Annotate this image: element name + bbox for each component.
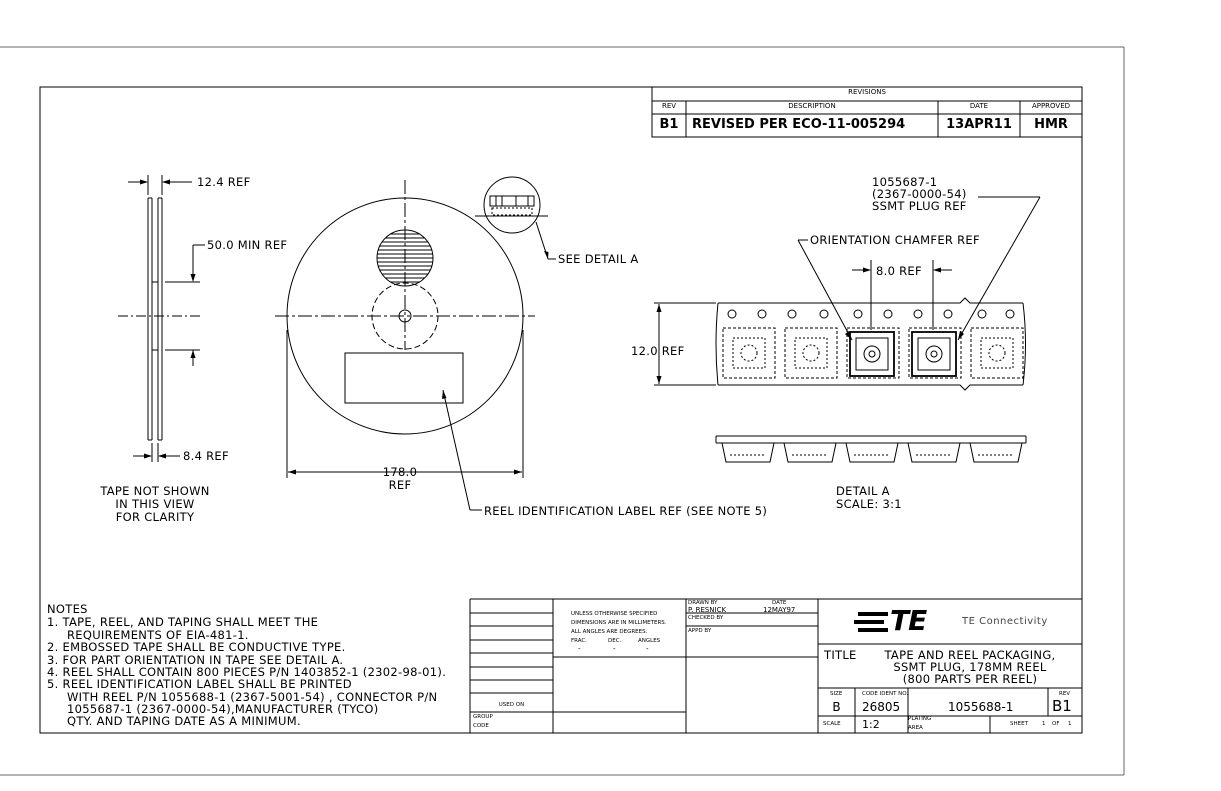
drawn-by-label: DRAWN BY bbox=[688, 600, 718, 606]
dim-width-label: 12.0 REF bbox=[631, 344, 685, 358]
approved-by-label: APPD BY bbox=[688, 628, 712, 634]
tolerance-col-dec: DEC. bbox=[608, 638, 622, 644]
company-name: TE Connectivity bbox=[962, 616, 1048, 627]
revisions-table bbox=[651, 86, 1083, 138]
revisions-col-date: DATE bbox=[969, 102, 989, 110]
rev-value: B1 bbox=[1052, 697, 1072, 715]
tolerance-col-angles: ANGLES bbox=[638, 638, 661, 644]
detail-a-scale: SCALE: 3:1 bbox=[836, 497, 902, 511]
group-code-label: GROUP bbox=[473, 714, 493, 720]
drawing-border bbox=[39, 86, 1083, 734]
title-label: TITLE bbox=[824, 648, 857, 662]
revisions-col-approved: APPROVED bbox=[1031, 102, 1071, 110]
title-line3: (800 PARTS PER REEL) bbox=[902, 672, 1038, 686]
revision-description: REVISED PER ECO-11-005294 bbox=[692, 117, 906, 132]
size-value: B bbox=[832, 700, 841, 714]
sheet-of-label: OF bbox=[1052, 721, 1060, 727]
notes-heading: NOTES bbox=[47, 602, 88, 616]
used-on-label: USED ON bbox=[498, 702, 525, 708]
notes-line: 1055687-1 (2367-0000-54),MANUFACTURER (T… bbox=[67, 702, 379, 716]
te-logo-bars bbox=[854, 612, 888, 632]
see-detail-callout: SEE DETAIL A bbox=[558, 252, 639, 266]
notes-line: 4. REEL SHALL CONTAIN 800 PIECES P/N 140… bbox=[47, 665, 447, 679]
part-number-line2: (2367-0000-54) bbox=[872, 187, 967, 201]
drawn-date-value: 12MAY97 bbox=[763, 606, 796, 614]
size-label: SIZE bbox=[830, 691, 843, 697]
drawn-date-label: DATE bbox=[772, 600, 787, 606]
scale-value: 1:2 bbox=[862, 718, 880, 731]
revision-approved: HMR bbox=[1034, 117, 1068, 132]
drawing-number: 1055688-1 bbox=[948, 700, 1014, 714]
sheet-number: 1 bbox=[1042, 721, 1046, 727]
dim-diameter-ref: REF bbox=[388, 478, 412, 492]
notes-line: REQUIREMENTS OF EIA-481-1. bbox=[67, 628, 249, 642]
rev-label: REV bbox=[1059, 691, 1071, 697]
reel-front-view bbox=[275, 176, 556, 511]
notes-line: WITH REEL P/N 1055688-1 (2367-5001-54) ,… bbox=[67, 690, 438, 704]
te-logo: TE bbox=[890, 604, 927, 637]
dim-hub-label: 50.0 MIN REF bbox=[207, 238, 288, 252]
tolerance-dec-value: - bbox=[613, 645, 616, 653]
tolerance-line1: UNLESS OTHERWISE SPECIFIED bbox=[571, 611, 658, 617]
reel-side-view bbox=[118, 175, 205, 462]
scale-label: SCALE bbox=[823, 721, 841, 727]
tolerance-line2: DIMENSIONS ARE IN MILLIMETERS. bbox=[571, 620, 667, 626]
drawn-by-value: P. RESNICK bbox=[688, 606, 727, 614]
tolerance-angles-value: - bbox=[646, 645, 649, 653]
revision-rev: B1 bbox=[659, 117, 679, 132]
note-tape-line2: IN THIS VIEW bbox=[115, 497, 195, 511]
dim-diameter-label: 178.0 bbox=[382, 465, 418, 479]
dim-thickness-label: 12.4 REF bbox=[197, 175, 251, 189]
sheet-total: 1 bbox=[1068, 721, 1072, 727]
label-callout: REEL IDENTIFICATION LABEL REF (SEE NOTE … bbox=[484, 504, 768, 518]
part-number-line3: SSMT PLUG REF bbox=[872, 199, 967, 213]
group-code-label: CODE bbox=[473, 723, 489, 729]
revision-date: 13APR11 bbox=[946, 117, 1012, 132]
revisions-header: REVISIONS bbox=[848, 88, 886, 96]
title-line2: SSMT PLUG, 178MM REEL bbox=[893, 660, 1047, 674]
notes-line: 5. REEL IDENTIFICATION LABEL SHALL BE PR… bbox=[47, 677, 352, 691]
detail-a-view bbox=[654, 196, 1041, 463]
detail-a-caption: DETAIL A bbox=[836, 484, 890, 498]
code-ident-value: 26805 bbox=[862, 700, 901, 714]
sheet-label: SHEET bbox=[1010, 721, 1028, 727]
notes-line: 3. FOR PART ORIENTATION IN TAPE SEE DETA… bbox=[47, 653, 344, 667]
title-line1: TAPE AND REEL PACKAGING, bbox=[884, 648, 1056, 662]
tolerance-line3: ALL ANGLES ARE DEGREES. bbox=[571, 629, 648, 635]
dim-pitch-label: 8.0 REF bbox=[876, 264, 922, 278]
plating-area-label: PLATING bbox=[908, 716, 932, 722]
revisions-col-description: DESCRIPTION bbox=[788, 102, 836, 110]
tolerance-frac-value: - bbox=[578, 645, 581, 653]
part-number-line1: 1055687-1 bbox=[872, 175, 938, 189]
dim-inner-label: 8.4 REF bbox=[183, 449, 229, 463]
chamfer-callout: ORIENTATION CHAMFER REF bbox=[810, 233, 980, 247]
plating-area-label: AREA bbox=[908, 725, 923, 731]
tolerance-col-frac: FRAC. bbox=[571, 638, 588, 644]
note-tape-line3: FOR CLARITY bbox=[115, 510, 195, 524]
notes-line: 2. EMBOSSED TAPE SHALL BE CONDUCTIVE TYP… bbox=[47, 640, 346, 654]
checked-by-label: CHECKED BY bbox=[688, 615, 724, 621]
revisions-col-rev: REV bbox=[661, 102, 677, 110]
dimension-arrows bbox=[140, 179, 964, 475]
code-ident-label: CODE IDENT NO. bbox=[862, 691, 909, 697]
note-tape-line1: TAPE NOT SHOWN bbox=[100, 484, 210, 498]
notes-line: 1. TAPE, REEL, AND TAPING SHALL MEET THE bbox=[47, 615, 319, 629]
title-block-lines bbox=[469, 598, 1082, 733]
detail-a-marker bbox=[475, 195, 548, 217]
notes-line: QTY. AND TAPING DATE AS A MINIMUM. bbox=[67, 714, 301, 728]
